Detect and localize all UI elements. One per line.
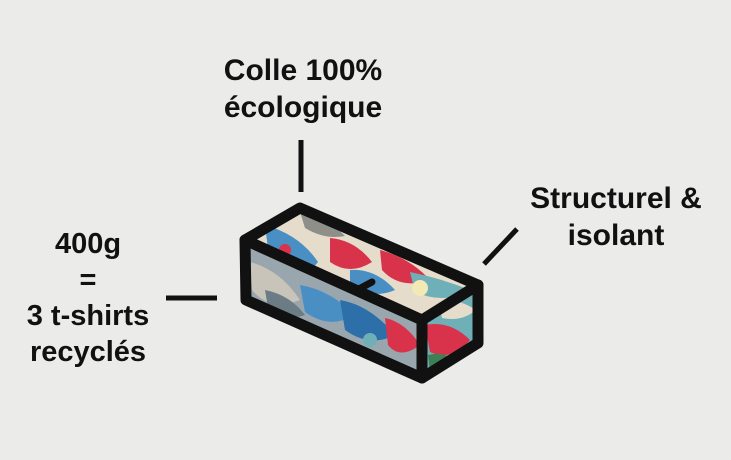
weight-label-line-4: recyclés [29, 336, 147, 368]
structure-label-line-1: Structurel & [530, 182, 702, 215]
weight-label-line-2: = [79, 264, 97, 296]
glue-label-line-2: écologique [223, 91, 383, 124]
right-leader-line [482, 227, 519, 266]
structure-label: Structurel & isolant [500, 180, 731, 254]
brick-top-groove [294, 262, 376, 295]
weight-label-line-3: 3 t-shirts [26, 300, 150, 332]
weight-label-line-1: 400g [54, 228, 122, 260]
weight-label: 400g = 3 t-shirts recyclés [0, 226, 176, 370]
glue-label: Colle 100% écologique [188, 52, 418, 126]
structure-label-line-2: isolant [567, 219, 665, 252]
glue-label-line-1: Colle 100% [223, 54, 383, 87]
